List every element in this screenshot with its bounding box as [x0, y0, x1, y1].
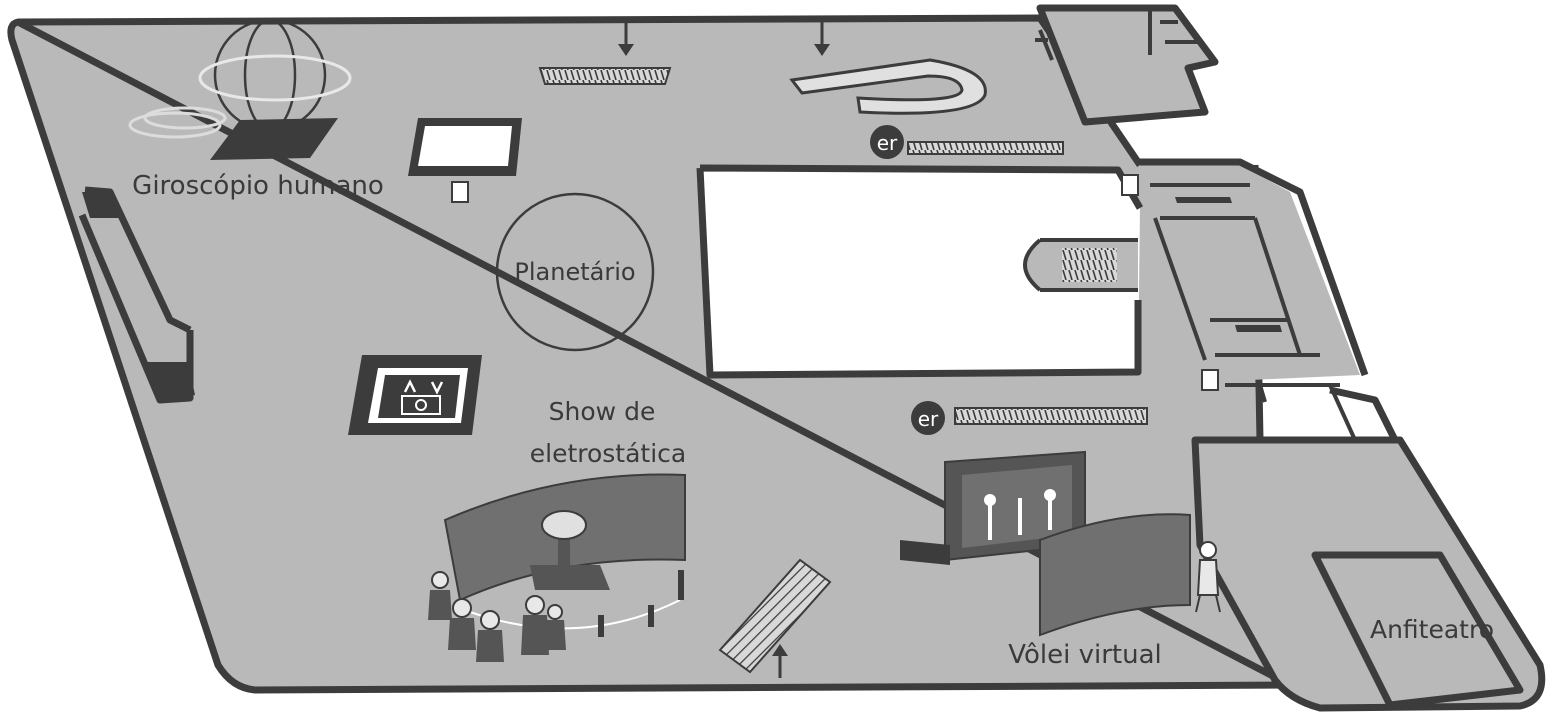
upper-room-door — [1035, 29, 1054, 61]
trash-bin-icon — [1201, 369, 1219, 391]
left-ramp-wall — [78, 186, 194, 404]
electrostatic-label-line2: eletrostática — [530, 439, 687, 468]
stairs-landing-outline — [1023, 238, 1138, 292]
volley-screen-icon — [900, 450, 1191, 637]
escalator-icon — [538, 67, 672, 85]
volley-label: Vôlei virtual — [1008, 640, 1162, 670]
restroom-icon — [1175, 197, 1232, 203]
restroom-outer-wall — [1140, 158, 1369, 377]
trash-bin-icon — [451, 181, 469, 203]
electrostatic-stage-icon — [443, 473, 686, 637]
amphitheater-area — [1195, 440, 1542, 708]
restroom-icon — [1235, 325, 1282, 332]
planetarium-label: Planetário — [514, 258, 635, 286]
up-arrow-icon — [772, 644, 788, 678]
escalator-badge-top: er — [870, 125, 1064, 159]
upper-room-partition — [1148, 10, 1200, 55]
amphitheater-label: Anfiteatro — [1370, 615, 1494, 644]
restroom-block — [1140, 162, 1360, 425]
svg-text:er: er — [918, 407, 939, 431]
down-arrow-icon — [618, 22, 634, 56]
elevator-accessible-icon — [348, 355, 482, 435]
person-icon — [1195, 541, 1221, 613]
restroom-partitions — [1150, 183, 1320, 361]
electrostatic-label-line1: Show de — [549, 397, 656, 426]
left-ramp-cap — [82, 192, 120, 218]
svg-text:er: er — [877, 131, 898, 155]
escalator-icon — [718, 558, 832, 674]
upper-room-wall — [1036, 4, 1219, 126]
stairs-icon — [1062, 248, 1117, 282]
amphitheater-wall — [1191, 436, 1546, 712]
amphitheater-room — [1311, 551, 1524, 709]
upper-right-room — [1040, 8, 1215, 122]
gyroscope-label: Giroscópio humano — [132, 171, 384, 201]
trash-bin-icon — [1121, 174, 1139, 196]
down-arrow-icon — [814, 22, 830, 56]
info-screen — [408, 118, 522, 176]
left-ramp-cap — [145, 362, 195, 400]
gyroscope-icon — [128, 18, 352, 160]
left-ramp — [82, 190, 190, 400]
escalator-badge-bottom: er — [911, 401, 1148, 435]
planetarium-circle — [495, 192, 655, 352]
person-icon — [428, 571, 566, 662]
service-wall — [1329, 386, 1399, 442]
ramp-icon — [789, 58, 987, 115]
central-atrium — [700, 168, 1140, 375]
